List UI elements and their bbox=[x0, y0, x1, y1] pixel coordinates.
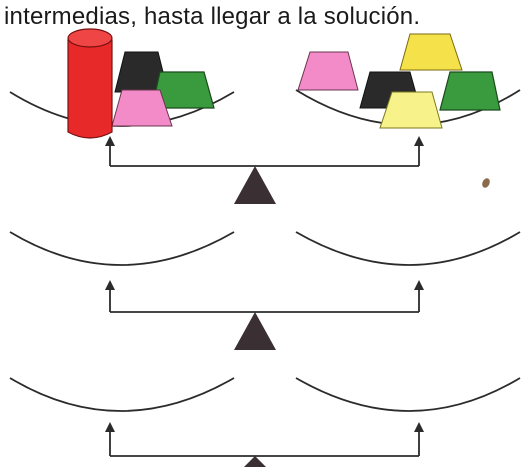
ink-speck bbox=[482, 178, 490, 188]
pink-trapezoid-weight bbox=[111, 89, 173, 127]
left-pan-3 bbox=[9, 377, 235, 412]
arrow-head-icon bbox=[105, 136, 115, 146]
arrow-head-icon bbox=[414, 280, 424, 290]
fulcrum-triangle bbox=[244, 456, 266, 467]
red-cylinder-weight bbox=[67, 28, 113, 139]
light-yellow-trapezoid-weight bbox=[379, 91, 443, 129]
yellow-trapezoid-weight bbox=[399, 33, 463, 71]
right-pan-2 bbox=[295, 231, 521, 266]
balance-3 bbox=[9, 377, 521, 467]
right-pan-3 bbox=[295, 377, 521, 412]
heading-text: intermedias, hasta llegar a la solución. bbox=[4, 3, 421, 30]
fulcrum-triangle bbox=[234, 312, 276, 350]
arrow-head-icon bbox=[414, 136, 424, 146]
balance-2 bbox=[9, 231, 521, 350]
green-trapezoid-weight bbox=[439, 71, 501, 111]
arrow-head-icon bbox=[105, 280, 115, 290]
balance-arm-3 bbox=[109, 428, 420, 457]
balance-1 bbox=[9, 28, 521, 204]
arrow-head-icon bbox=[105, 422, 115, 432]
fulcrum-triangle bbox=[234, 166, 276, 204]
left-pan-2 bbox=[9, 231, 235, 266]
pink-trapezoid-weight bbox=[297, 51, 359, 91]
balance-arm-2 bbox=[109, 286, 420, 313]
balance-arm-1 bbox=[109, 142, 420, 167]
arrow-head-icon bbox=[414, 422, 424, 432]
